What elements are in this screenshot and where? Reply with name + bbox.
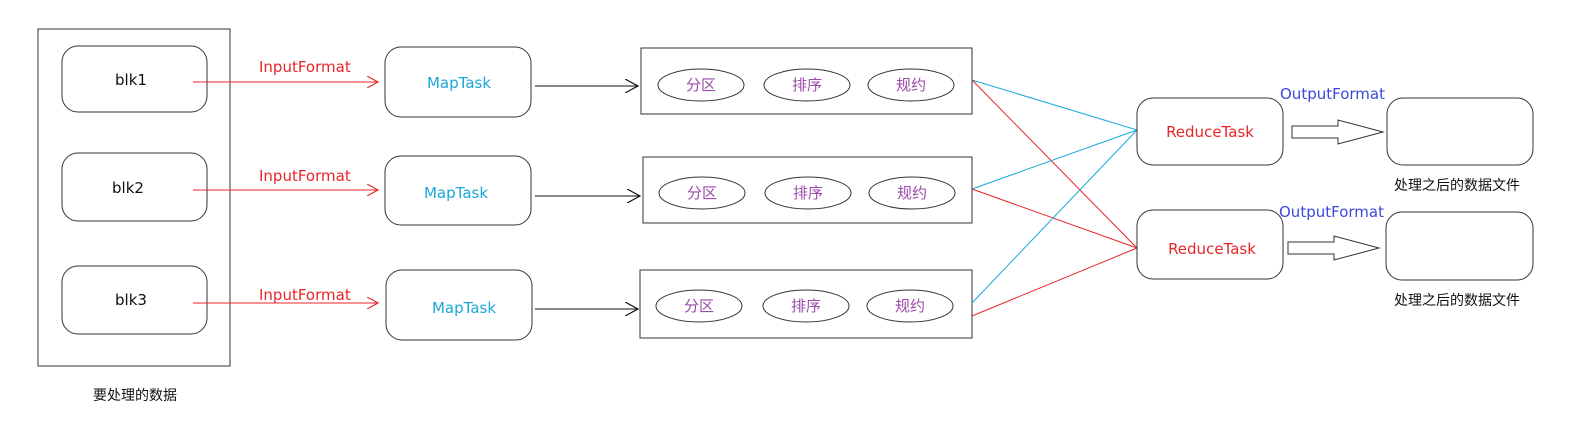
output-arrow-2: [1287, 235, 1381, 261]
map-task-1: [384, 46, 532, 118]
input-data-box: [37, 28, 231, 367]
shuffle-line-3-to-reduce-1: [971, 129, 1138, 304]
block-blk2-label: blk2: [112, 179, 144, 197]
reduce-task-2-label: ReduceTask: [1168, 240, 1256, 258]
shuffle-line-2-to-reduce-1: [971, 129, 1138, 190]
stage-partition-3: [655, 289, 743, 323]
block-blk3-label: blk3: [115, 291, 147, 309]
input-format-label-1: InputFormat: [259, 58, 351, 76]
stage-sort-1: [763, 68, 851, 102]
output-file-1-caption: 处理之后的数据文件: [1394, 178, 1520, 194]
output-arrow-1: [1291, 119, 1385, 145]
stage-sort-3: [762, 289, 850, 323]
stage-combine-3: [866, 289, 954, 323]
stage-combine-2-label: 规约: [897, 184, 927, 202]
stage-sort-2: [764, 176, 852, 210]
shuffle-stages-box-2: [642, 156, 973, 224]
stage-sort-2-label: 排序: [793, 184, 823, 202]
map-task-2-label: MapTask: [424, 184, 488, 202]
output-file-2-caption: 处理之后的数据文件: [1394, 293, 1520, 309]
shuffle-line-3-to-reduce-2: [971, 247, 1138, 317]
stage-combine-1: [867, 68, 955, 102]
block-blk1: [61, 45, 208, 113]
block-blk1-label: blk1: [115, 71, 147, 89]
stage-combine-2: [868, 176, 956, 210]
stage-partition-1: [657, 68, 745, 102]
stage-sort-3-label: 排序: [791, 297, 821, 315]
reduce-task-1-label: ReduceTask: [1166, 123, 1254, 141]
input-data-caption: 要处理的数据: [93, 388, 177, 404]
shuffle-stages-box-1: [640, 47, 973, 115]
shuffle-line-1-to-reduce-2: [971, 79, 1138, 249]
map-task-3: [385, 269, 533, 341]
stage-partition-2: [658, 176, 746, 210]
block-blk2: [61, 152, 208, 222]
map-task-3-label: MapTask: [432, 299, 496, 317]
stage-combine-3-label: 规约: [895, 297, 925, 315]
output-file-2: [1385, 211, 1534, 281]
shuffle-stages-box-3: [639, 269, 973, 339]
shuffle-line-1-to-reduce-1: [971, 79, 1138, 131]
input-format-label-3: InputFormat: [259, 286, 351, 304]
reduce-task-2: [1136, 209, 1284, 280]
stage-partition-2-label: 分区: [687, 184, 717, 202]
map-task-1-label: MapTask: [427, 74, 491, 92]
input-format-label-2: InputFormat: [259, 167, 351, 185]
shuffle-line-2-to-reduce-2: [971, 188, 1138, 249]
map-task-2: [384, 155, 532, 226]
output-file-1: [1386, 97, 1534, 166]
block-blk3: [61, 265, 208, 335]
output-format-label-2: OutputFormat: [1279, 203, 1384, 221]
output-format-label-1: OutputFormat: [1280, 85, 1385, 103]
reduce-task-1: [1136, 97, 1284, 166]
stage-combine-1-label: 规约: [896, 76, 926, 94]
stage-partition-3-label: 分区: [684, 297, 714, 315]
stage-sort-1-label: 排序: [792, 76, 822, 94]
stage-partition-1-label: 分区: [686, 76, 716, 94]
